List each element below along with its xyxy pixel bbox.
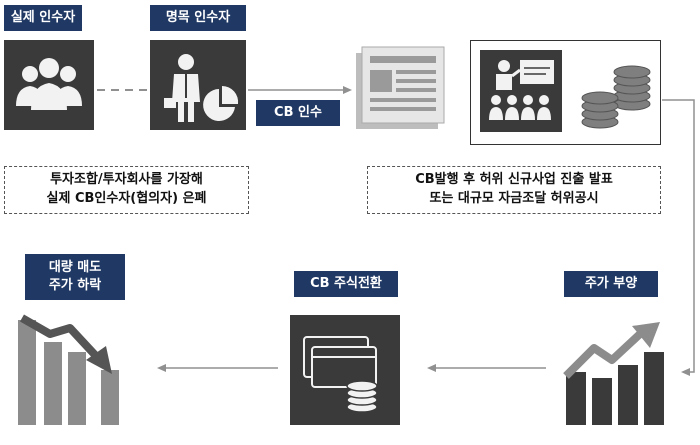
cb-acquisition-label: CB 인수 (256, 100, 340, 126)
presentation-tile (480, 50, 562, 132)
people-group-icon (16, 58, 82, 110)
businessman-chart-icon (164, 54, 239, 122)
cb-conversion-tile (290, 315, 400, 425)
actual-acquirer-label: 실제 인수자 (4, 5, 82, 31)
note-line: 실제 CB인수자(협의자) 은폐 (46, 191, 207, 206)
nominal-acquirer-tile (150, 40, 246, 130)
mass-selling-line1: 대량 매도 (48, 260, 102, 276)
stock-rise-label: 주가 부양 (564, 271, 658, 297)
cb-conversion-label: CB 주식전환 (294, 271, 398, 297)
note-line: CB발행 후 허위 신규사업 진출 발표 (415, 172, 613, 188)
note-line: 또는 대규모 자금조달 허위공시 (429, 191, 599, 206)
hide-actual-acquirer-note: 투자조합/투자회사를 가장해 실제 CB인수자(협의자) 은폐 (4, 166, 249, 214)
note-line: 투자조합/투자회사를 가장해 (50, 172, 203, 188)
actual-acquirer-tile (4, 40, 94, 130)
mass-selling-line2: 주가 하락 (48, 278, 102, 293)
false-announcement-note: CB발행 후 허위 신규사업 진출 발표 또는 대규모 자금조달 허위공시 (367, 166, 661, 214)
credit-card-coins-icon (303, 336, 378, 413)
presentation-icon (489, 60, 554, 120)
mass-selling-label: 대량 매도 주가 하락 (25, 254, 125, 300)
nominal-acquirer-label: 명목 인수자 (150, 5, 246, 31)
